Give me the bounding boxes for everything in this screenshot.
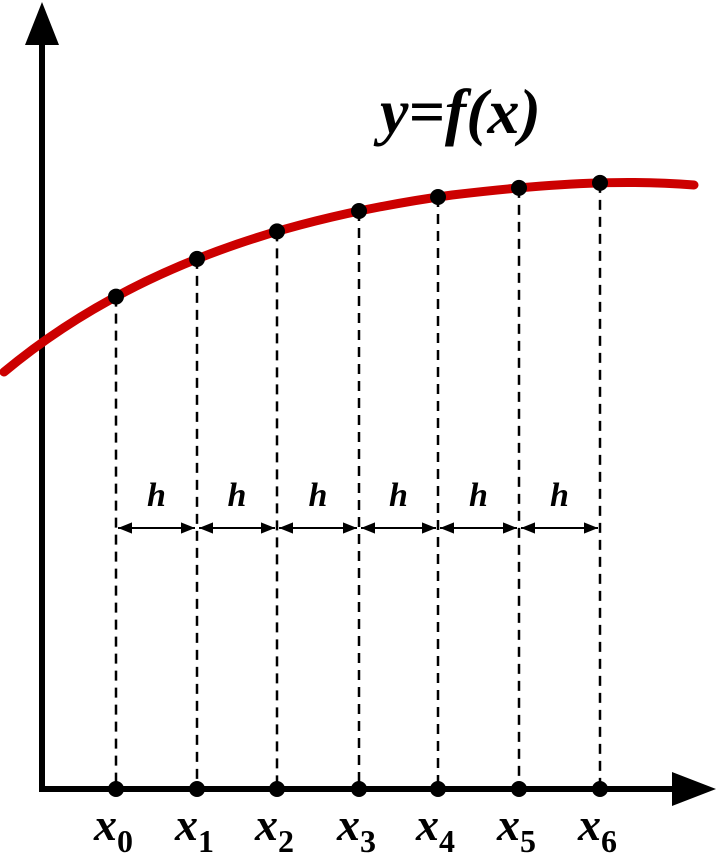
axis-point [269,781,285,797]
curve-point [430,189,446,206]
dashed-guides [114,182,602,789]
axis-point [430,781,446,797]
x-point-label: x5 [496,799,536,856]
x-point-label: x6 [577,799,617,856]
curve-point [108,288,124,305]
axes [25,2,716,806]
axis-point [108,781,124,797]
curve-point [511,179,527,196]
x-point-label: x1 [174,799,214,856]
interval-label: h [469,477,488,514]
interval-label: h [309,477,328,514]
x-point-label: x4 [415,799,455,856]
interval-label: h [228,477,247,514]
curve-point [592,174,608,191]
x-axis-arrowhead [672,772,716,806]
axis-point [351,781,367,797]
function-curve [0,177,699,377]
curve-point [351,202,367,219]
curve-point [189,250,205,267]
axis-point [592,781,608,797]
x-point-label: x0 [93,799,133,856]
interval-label: h [550,477,569,514]
sample-points [108,174,608,797]
y-axis-arrowhead [25,2,59,45]
x-point-label: x3 [336,799,376,856]
interval-label: h [389,477,408,514]
x-labels: x0 x1 x2 x3 x4 x5 x6 [93,799,617,856]
curve-point [269,223,285,240]
axis-point [189,781,205,797]
interval-label: h [147,477,166,514]
function-label: y=f(x) [373,76,541,147]
axis-point [511,781,527,797]
x-point-label: x2 [254,799,294,856]
